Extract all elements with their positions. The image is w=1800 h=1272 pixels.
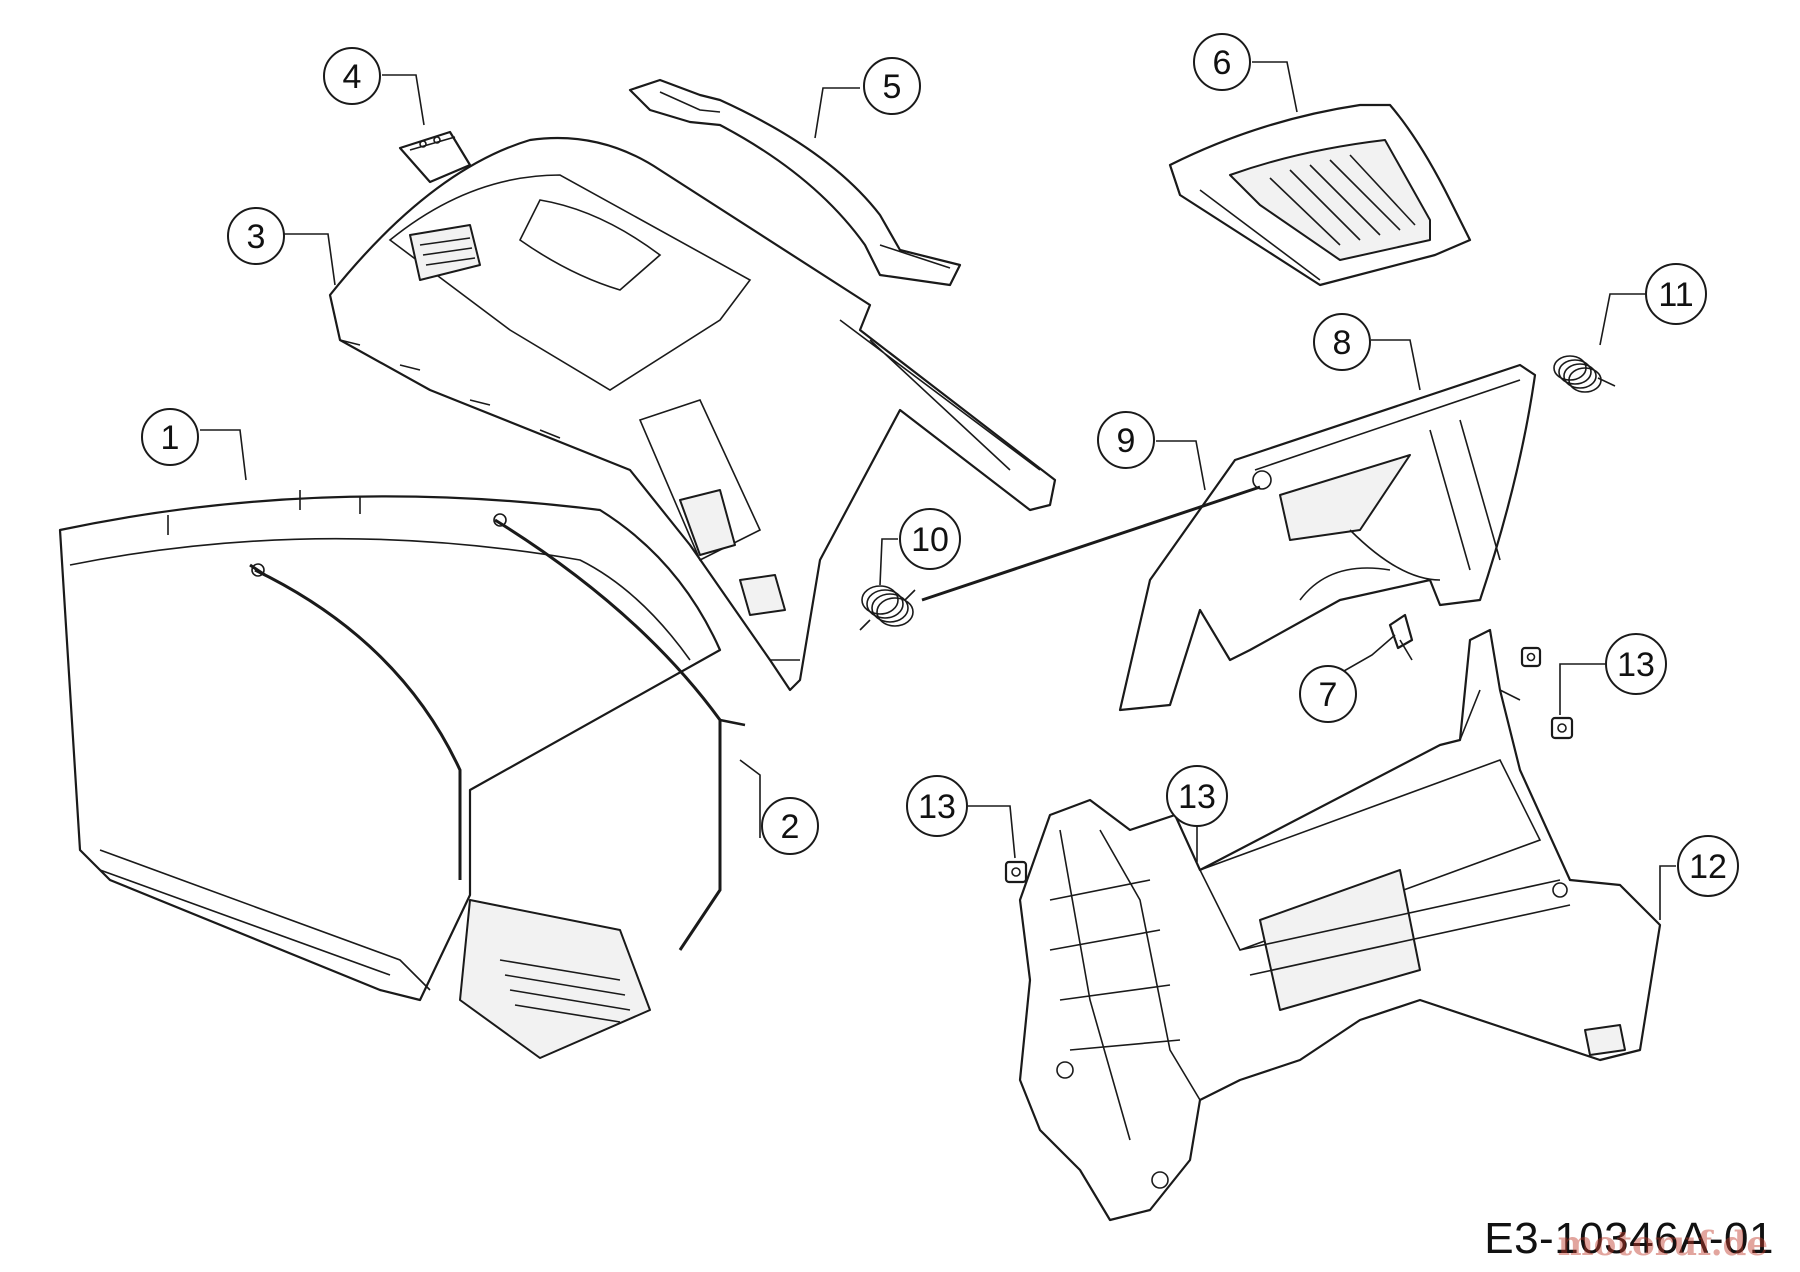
- callout-11-label: 11: [1658, 276, 1693, 314]
- callout-13-right-label: 13: [1617, 646, 1655, 684]
- callout-8: 8: [1313, 313, 1371, 371]
- callout-4-label: 4: [343, 58, 362, 96]
- callout-13-center: 13: [1166, 765, 1228, 827]
- callout-5-label: 5: [883, 68, 902, 106]
- watermark-logo: motoruf.de: [1557, 1224, 1768, 1264]
- callout-9: 9: [1097, 411, 1155, 469]
- rear-chassis-frame: [1018, 628, 1662, 1222]
- carry-handle: [628, 78, 962, 287]
- callout-2-label: 2: [781, 808, 800, 846]
- callout-8-label: 8: [1333, 324, 1352, 362]
- callout-2: 2: [761, 797, 819, 855]
- catcher-frame: [249, 513, 746, 951]
- small-cap: [398, 130, 472, 184]
- rear-housing-cover: [328, 136, 1057, 692]
- flap-axle-rod: [921, 470, 1272, 602]
- left-torsion-spring: [859, 585, 916, 631]
- top-cover-lid: [1168, 103, 1472, 287]
- clip-nut: [1550, 716, 1574, 740]
- callout-13-left: 13: [906, 775, 968, 837]
- rear-flap: [1118, 363, 1537, 712]
- callout-5: 5: [863, 57, 921, 115]
- callout-13-center-label: 13: [1178, 778, 1216, 816]
- callout-10: 10: [899, 508, 961, 570]
- grass-catcher-bag: [58, 490, 722, 1059]
- callout-7-label: 7: [1319, 676, 1338, 714]
- clip-nut: [1004, 860, 1028, 884]
- clip-nut: [1520, 646, 1542, 668]
- callout-9-label: 9: [1117, 422, 1136, 460]
- document-code: E3-10346A-01: [1484, 1214, 1774, 1263]
- callout-13-right: 13: [1605, 633, 1667, 695]
- callout-6: 6: [1193, 33, 1251, 91]
- callout-6-label: 6: [1213, 44, 1232, 82]
- callout-1-label: 1: [161, 419, 180, 457]
- callout-12: 12: [1677, 835, 1739, 897]
- right-torsion-spring: [1553, 355, 1616, 393]
- callout-3: 3: [227, 207, 285, 265]
- callout-4: 4: [323, 47, 381, 105]
- callout-11: 11: [1645, 263, 1707, 325]
- callout-7: 7: [1299, 665, 1357, 723]
- callout-3-label: 3: [247, 218, 266, 256]
- callout-1: 1: [141, 408, 199, 466]
- screw: [1388, 613, 1414, 661]
- callout-13-left-label: 13: [918, 788, 956, 826]
- callout-10-label: 10: [911, 521, 949, 559]
- callout-12-label: 12: [1689, 848, 1727, 886]
